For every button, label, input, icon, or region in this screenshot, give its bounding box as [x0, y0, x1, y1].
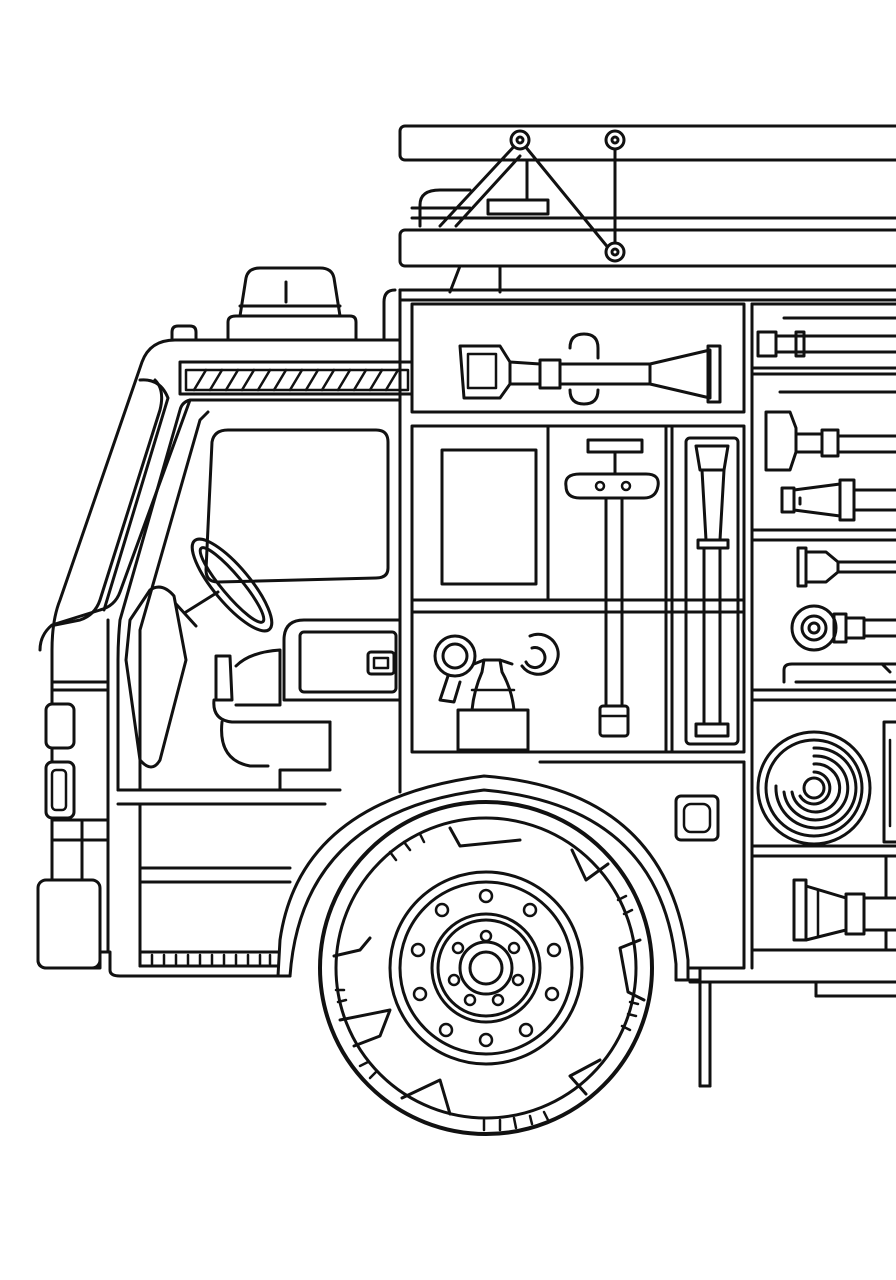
ladder — [398, 124, 896, 294]
front-wheel — [318, 800, 654, 1136]
nozzle-small — [780, 478, 896, 522]
lug-bolts-inner — [447, 929, 525, 1007]
hazard-stripes — [192, 368, 400, 392]
hose-reel — [756, 720, 896, 846]
rail — [782, 662, 896, 684]
equipment-body — [398, 288, 896, 1088]
fitting-tool — [796, 546, 896, 588]
tool-t-handle — [564, 438, 660, 738]
rolled-hose-vertical — [684, 436, 740, 746]
hose-nozzle-top — [458, 332, 722, 406]
step-tread — [150, 953, 272, 966]
axe-tool — [764, 390, 896, 472]
lug-bolts-outer — [410, 888, 562, 1048]
wheel-fender — [276, 774, 702, 982]
coupling-tool — [790, 604, 896, 652]
tool-rack-top — [756, 316, 896, 358]
valve-gauge — [433, 632, 560, 752]
nozzle-bottom — [792, 854, 896, 952]
storage-panel — [440, 448, 538, 586]
tire-tread-marks — [334, 832, 640, 1132]
